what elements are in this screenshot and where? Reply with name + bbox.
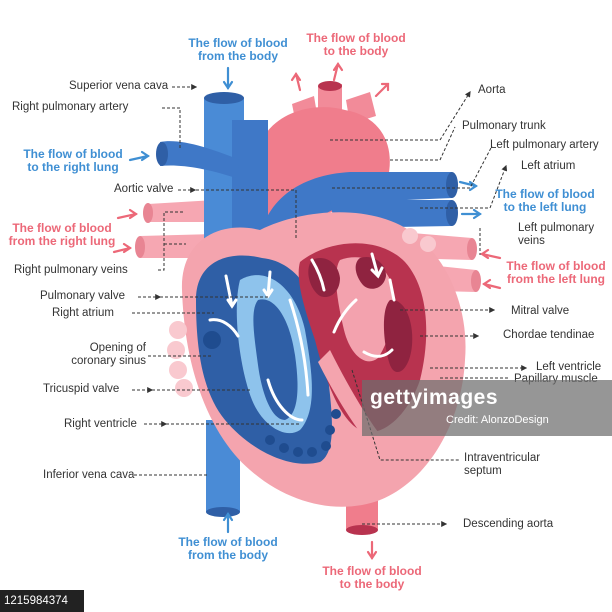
label-intraventricular-septum-line2: septum [464, 465, 502, 477]
label-pulmonary-valve: Pulmonary valve [40, 290, 126, 302]
label-opening-coronary-sinus-line1: Opening of [89, 342, 146, 354]
leader-lines-left [132, 84, 300, 476]
label-intraventricular-septum-line1: Intraventricular [464, 452, 541, 464]
flow-from-body-bottom-line1: The flow of blood [178, 535, 278, 549]
flow-to-left-lung-line2: to the left lung [503, 200, 587, 214]
label-chordae-tendinae: Chordae tendinae [503, 329, 595, 341]
label-right-pulmonary-artery: Right pulmonary artery [12, 101, 129, 113]
watermark-overlay: gettyimages Credit: AlonzoDesign [362, 380, 612, 436]
flow-from-right-lung: The flow of blood from the right lung [4, 222, 120, 248]
label-superior-vena-cava: Superior vena cava [69, 80, 169, 92]
flow-from-right-lung-line1: The flow of blood [12, 221, 112, 235]
label-right-pulmonary-veins: Right pulmonary veins [14, 264, 128, 276]
watermark-credit: Credit: AlonzoDesign [446, 414, 549, 426]
label-left-pulmonary-veins: Left pulmonary veins [518, 222, 594, 248]
label-mitral-valve: Mitral valve [511, 305, 570, 317]
flow-to-body-top-line1: The flow of blood [306, 31, 406, 45]
flow-from-left-lung-line1: The flow of blood [506, 259, 606, 273]
flow-to-right-lung-line1: The flow of blood [23, 147, 123, 161]
flow-to-body-bottom-line1: The flow of blood [322, 564, 422, 578]
flow-to-body-top: The flow of blood to the body [304, 32, 408, 58]
label-pulmonary-trunk: Pulmonary trunk [462, 120, 546, 132]
flow-to-right-lung: The flow of blood to the right lung [20, 148, 126, 174]
label-opening-coronary-sinus: Opening of coronary sinus [58, 342, 146, 368]
flow-from-body-bottom: The flow of blood from the body [176, 536, 280, 562]
blood-flow-arrows-outer [112, 62, 502, 560]
label-left-atrium: Left atrium [521, 160, 576, 172]
label-descending-aorta: Descending aorta [463, 518, 554, 530]
flow-to-body-bottom: The flow of blood to the body [320, 565, 424, 591]
leader-lines-right [330, 90, 528, 527]
label-inferior-vena-cava: Inferior vena cava [43, 469, 135, 481]
label-intraventricular-septum: Intraventricular septum [464, 452, 540, 478]
flow-from-left-lung: The flow of blood from the left lung [503, 260, 609, 286]
flow-to-left-lung-line1: The flow of blood [495, 187, 595, 201]
flow-to-body-top-line2: to the body [323, 44, 389, 58]
watermark-brand: gettyimages [370, 386, 499, 409]
flow-to-body-bottom-line2: to the body [339, 577, 405, 591]
label-left-ventricle: Left ventricle [536, 361, 602, 373]
label-left-pulmonary-veins-line1: Left pulmonary [518, 222, 595, 234]
flow-from-body-bottom-line2: from the body [188, 548, 268, 562]
flow-from-body-top: The flow of blood from the body [186, 37, 290, 63]
flow-from-right-lung-line2: from the right lung [8, 234, 116, 248]
flow-from-body-top-line1: The flow of blood [188, 36, 288, 50]
flow-to-right-lung-line2: to the right lung [27, 160, 119, 174]
label-aorta: Aorta [478, 84, 506, 96]
flow-from-left-lung-line2: from the left lung [507, 272, 605, 286]
image-id-badge: 1215984374 [0, 590, 84, 612]
label-left-pulmonary-veins-line2: veins [518, 235, 545, 247]
blood-flow-arrows-inner [208, 252, 396, 422]
label-right-atrium: Right atrium [52, 307, 114, 319]
label-right-ventricle: Right ventricle [64, 418, 137, 430]
flow-from-body-top-line2: from the body [198, 49, 278, 63]
label-tricuspid-valve: Tricuspid valve [43, 383, 120, 395]
right-pulmonary-artery-vessel [156, 141, 240, 178]
flow-to-left-lung: The flow of blood to the left lung [493, 188, 597, 214]
label-left-pulmonary-artery: Left pulmonary artery [490, 139, 599, 151]
label-aortic-valve: Aortic valve [114, 183, 174, 195]
label-opening-coronary-sinus-line2: coronary sinus [71, 355, 146, 367]
right-pulmonary-veins-vessel [135, 200, 215, 258]
